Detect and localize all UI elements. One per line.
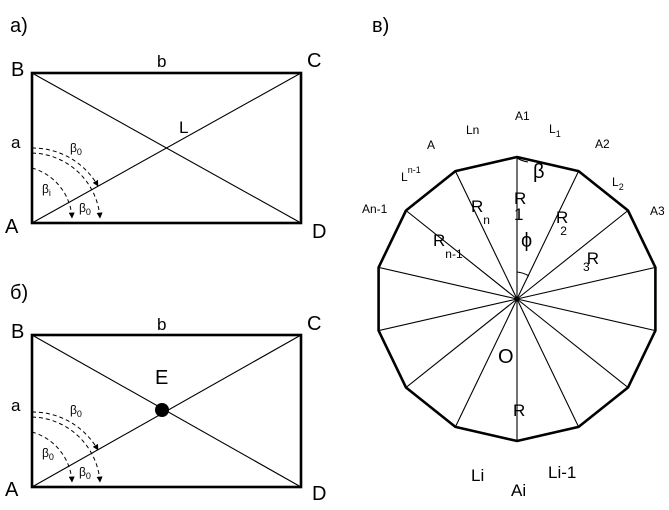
panel-a-vertex-a: A: [5, 216, 19, 238]
panel-b: б) B C A D b a E β0 β0 β0: [5, 282, 326, 505]
panel-b-angle-top: β0: [70, 403, 82, 419]
vertex-an1-label: An-1: [362, 202, 388, 216]
radius-rn-label: Rn: [471, 197, 490, 227]
polygon-radius-10: [378, 298, 518, 332]
polygon-radius-6: [516, 298, 580, 428]
panel-a-diagonal-label: L: [179, 118, 188, 137]
polygon-radius-1: [516, 170, 580, 300]
panel-a: а) B C A D b a L β0 βi β0: [5, 15, 326, 243]
phi-label: ϕ: [521, 230, 532, 252]
center-o-label: O: [498, 346, 514, 368]
panel-a-vertex-c: C: [307, 50, 321, 72]
panel-b-vertex-c: C: [307, 313, 321, 335]
phi-arc: [516, 271, 530, 277]
panel-v: в) A1 A2 A3 A An-1 Ai Ln L1 L2 Ln-1 Li L…: [362, 15, 665, 500]
panel-a-angle-top: β0: [70, 141, 82, 157]
vertex-ai-label: Ai: [511, 481, 526, 500]
panel-b-arc-low: [31, 416, 103, 483]
panel-b-center-point: [155, 403, 169, 417]
side-li-label: Li: [471, 466, 484, 485]
polygon-radius-9: [405, 298, 518, 388]
vertex-a2-label: A2: [595, 137, 610, 151]
panel-b-angle-low: β0: [79, 465, 91, 481]
panel-a-arc-low: [31, 152, 103, 219]
beta-label: β: [533, 161, 545, 183]
panel-a-arc-mid: [31, 167, 75, 219]
vertex-a-label: A: [427, 138, 435, 152]
panel-b-arc-mid: [31, 431, 75, 483]
panel-a-side-a: a: [11, 133, 21, 152]
radius-r3-label: R3: [583, 249, 599, 274]
panel-a-angle-mid: βi: [42, 182, 51, 198]
panel-b-vertex-a: A: [5, 479, 19, 501]
vertex-a3-label: A3: [650, 204, 665, 218]
radius-rn1-label: Rn-1: [433, 231, 463, 261]
vertex-a1-label: A1: [515, 109, 530, 123]
polygon-radius-3: [516, 266, 656, 300]
polygon-group: [377, 155, 657, 443]
polygon-radius-12: [405, 210, 518, 300]
side-l2-label: L2: [612, 175, 624, 192]
polygon-radius-5: [516, 298, 629, 388]
side-li1-label: Li-1: [548, 463, 576, 482]
panel-b-vertex-d: D: [312, 483, 326, 505]
side-l1-label: L1: [549, 122, 561, 139]
radius-ri-label: R: [513, 401, 525, 420]
panel-a-diagonal-ac: [31, 72, 302, 224]
polygon-radius-4: [516, 298, 656, 332]
panel-b-arc-top: [31, 411, 99, 451]
panel-b-label: б): [10, 282, 28, 304]
polygon-radius-2: [516, 210, 629, 300]
panel-a-label: а): [10, 15, 28, 37]
regular-polygon-outline: [377, 155, 657, 443]
panel-b-angle-mid: β0: [42, 446, 54, 462]
panel-b-rectangle: [30, 333, 303, 489]
panel-a-vertex-b: B: [11, 59, 24, 81]
panel-b-center-label: E: [155, 367, 168, 389]
polygon-radius-13: [454, 170, 518, 300]
polygon-radius-8: [454, 298, 518, 428]
panel-v-label: в): [372, 15, 389, 37]
side-ln1-label: Ln-1: [401, 165, 421, 184]
side-ln-label: Ln: [466, 123, 479, 137]
panel-b-side-b: b: [157, 315, 166, 334]
beta-arc: [516, 157, 529, 163]
panel-a-side-b: b: [157, 52, 166, 71]
panel-b-side-a: a: [11, 396, 21, 415]
panel-a-vertex-d: D: [312, 221, 326, 243]
polygon-radius-11: [378, 266, 518, 300]
panel-a-arc-top: [31, 147, 99, 187]
panel-b-vertex-b: B: [11, 321, 24, 343]
panel-a-angle-low: β0: [79, 201, 91, 217]
